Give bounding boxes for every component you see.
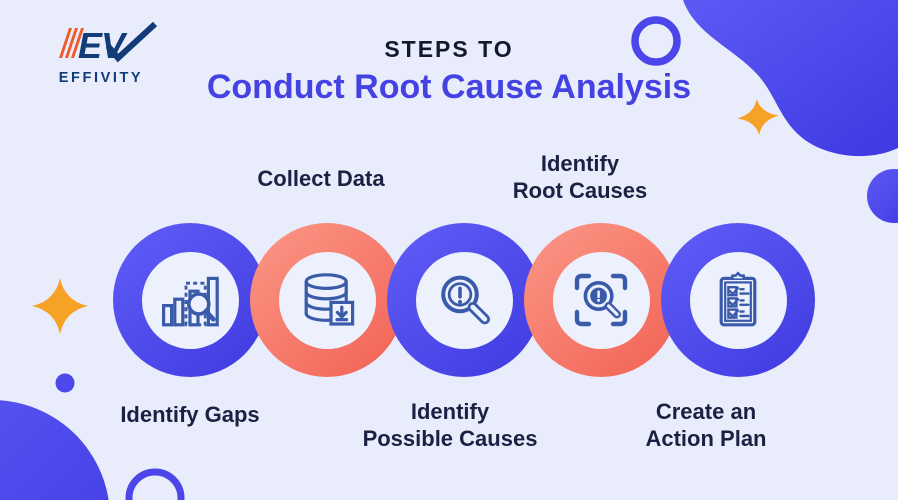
brand-logo: EV EFFIVITY <box>42 21 160 86</box>
blob-top-right <box>683 0 898 157</box>
clipboard-checklist-icon <box>719 271 757 327</box>
step-collect-data-circle <box>250 223 404 377</box>
dot-left <box>55 373 75 393</box>
circle-outline-bottom <box>125 468 185 500</box>
database-download-icon <box>304 273 355 326</box>
scan-target-magnifier-icon <box>574 273 628 327</box>
ev-checkmark-logo-icon: EV <box>59 21 158 66</box>
step-identify-gaps-circle <box>113 223 267 377</box>
circle-outline-top <box>631 16 681 66</box>
sparkle-star-left-icon <box>32 278 88 334</box>
circle-right-edge <box>867 169 898 223</box>
step-inner-circle <box>415 251 513 349</box>
step-inner-circle <box>689 251 787 349</box>
bar-chart-magnifier-icon <box>162 276 219 327</box>
step-label-identify-gaps: Identify Gaps <box>120 402 260 427</box>
step-label-collect-data: Collect Data <box>257 166 385 191</box>
step-inner-circle <box>141 251 239 349</box>
page-title: Conduct Root Cause Analysis <box>206 68 692 106</box>
step-identify-root-causes-circle <box>524 223 678 377</box>
brand-name: EFFIVITY <box>58 70 144 86</box>
step-inner-circle <box>552 251 650 349</box>
sparkle-star-right-icon <box>737 99 779 135</box>
blob-bottom-left <box>0 400 109 500</box>
step-identify-possible-causes-circle <box>387 223 541 377</box>
magnifier-exclamation-icon <box>441 275 490 325</box>
step-create-action-plan-circle <box>661 223 815 377</box>
title-eyebrow: STEPS TO <box>384 36 514 62</box>
step-inner-circle <box>278 251 376 349</box>
